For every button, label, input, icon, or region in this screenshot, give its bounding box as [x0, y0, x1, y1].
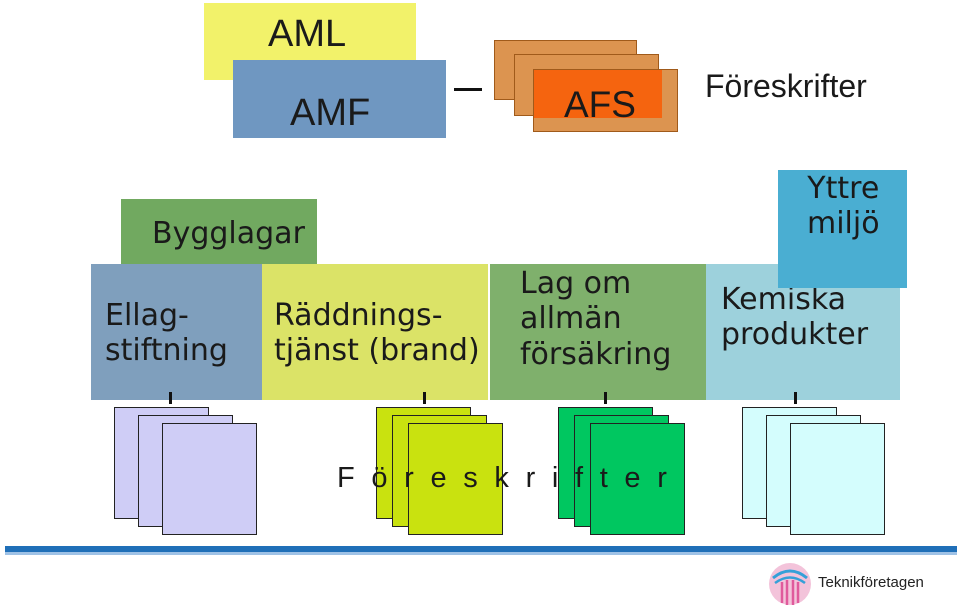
- raddningstjanst-label: Räddnings- tjänst (brand): [274, 298, 480, 369]
- teknikforetagen-logo-icon: [769, 563, 811, 605]
- amf-label: AMF: [290, 92, 371, 134]
- ellag-box: Ellag- stiftning: [91, 264, 263, 400]
- bygglagar-label: Bygglagar: [152, 216, 305, 251]
- doc-sheet-ellag-3: [162, 423, 257, 535]
- lag-box: Lag om allmän försäkring: [490, 264, 706, 400]
- amf-box: AMF: [233, 60, 446, 138]
- yttre-miljo-label: Yttre miljö: [807, 171, 880, 242]
- tick-radd: [423, 392, 426, 404]
- raddningstjanst-box: Räddnings- tjänst (brand): [262, 264, 488, 400]
- afs-sheet-front: AFS: [533, 69, 678, 132]
- doc-sheet-kemiska-3: [790, 423, 885, 535]
- yttre-miljo-box: Yttre miljö: [778, 170, 907, 288]
- lag-label: Lag om allmän försäkring: [520, 266, 672, 372]
- doc-sheet-radd-3: [408, 423, 503, 535]
- bottom-bar-shadow: [5, 552, 957, 555]
- connector-line: [454, 88, 482, 91]
- tick-lag: [604, 392, 607, 404]
- aml-label: AML: [268, 13, 347, 55]
- teknikforetagen-logo-text: Teknikföretagen: [818, 574, 924, 591]
- foreskrifter-title: Föreskrifter: [705, 68, 867, 104]
- bygglagar-box: Bygglagar: [121, 199, 317, 271]
- foreskrifter-spaced-label: F ö r e s k r i f t e r: [337, 462, 672, 494]
- bottom-bar: [5, 546, 957, 552]
- afs-highlight: [534, 70, 662, 118]
- tick-kemiska: [794, 392, 797, 404]
- tick-ellag: [169, 392, 172, 404]
- doc-sheet-lag-3: [590, 423, 685, 535]
- ellag-label: Ellag- stiftning: [105, 298, 228, 369]
- afs-label: AFS: [564, 84, 636, 125]
- kemiska-label: Kemiska produkter: [721, 282, 869, 353]
